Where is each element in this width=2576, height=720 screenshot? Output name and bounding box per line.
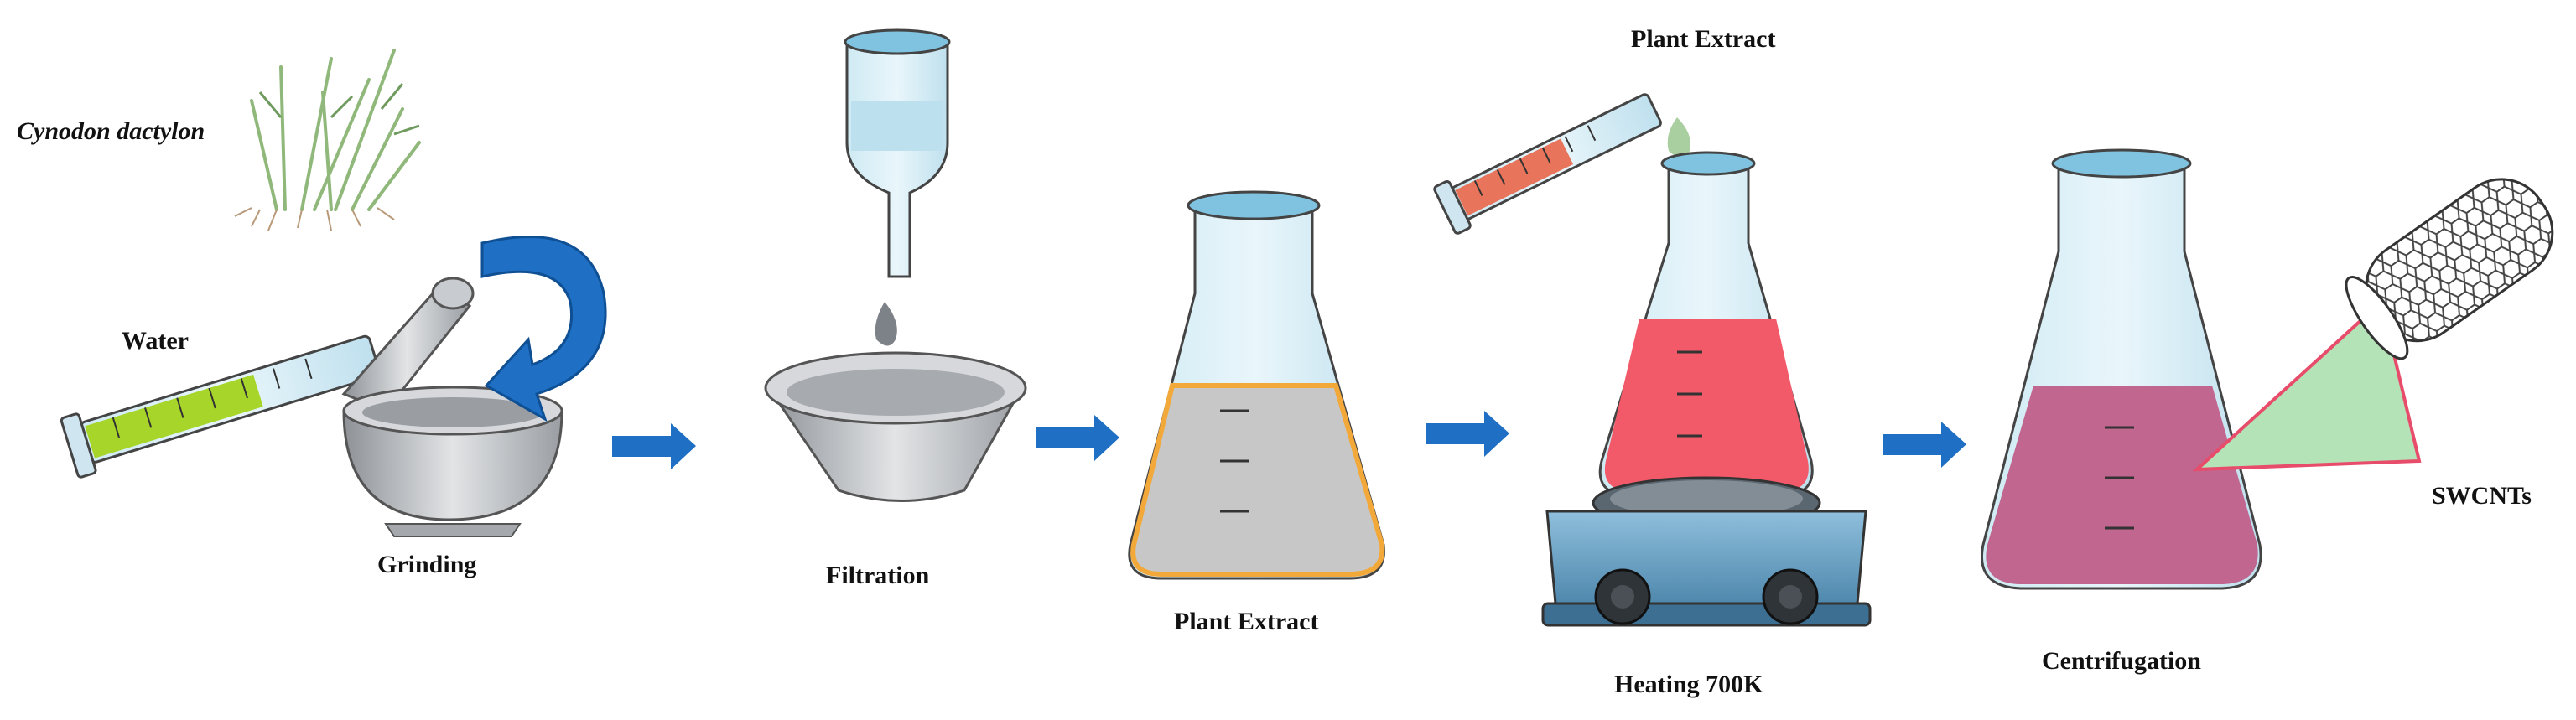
heating-flask <box>1598 151 1814 498</box>
centrifugation-flask <box>1981 148 2262 590</box>
centrifugation-label: Centrifugation <box>2042 647 2201 675</box>
swcnts-label: SWCNTs <box>2432 482 2532 510</box>
process-arrow <box>1426 411 1509 457</box>
nanotube-illustration <box>2345 178 2554 360</box>
filtration-label: Filtration <box>826 562 930 589</box>
hot-plate <box>1541 476 1872 627</box>
evaporating-dish <box>764 351 1027 502</box>
water-label: Water <box>122 327 189 355</box>
separatory-funnel <box>844 28 951 346</box>
process-arrow <box>1036 415 1119 461</box>
plant-extract-top-label: Plant Extract <box>1631 25 1776 53</box>
zoom-cone <box>2192 298 2422 472</box>
plant-extract-cylinder <box>1433 93 1662 235</box>
heating-label: Heating 700K <box>1614 671 1763 698</box>
water-graduated-cylinder <box>60 334 381 479</box>
grass-plant-illustration <box>234 49 421 231</box>
grinding-label: Grinding <box>377 551 477 578</box>
plant-extract-flask-label: Plant Extract <box>1174 608 1319 635</box>
plant-name-label: Cynodon dactylon <box>17 117 205 145</box>
mortar-and-pestle <box>341 277 564 537</box>
process-arrow <box>612 423 696 469</box>
plant-extract-flask <box>1128 190 1385 580</box>
circular-arrow-icon <box>480 236 607 422</box>
process-arrow <box>1883 422 1966 468</box>
falling-drop <box>1667 117 1690 158</box>
